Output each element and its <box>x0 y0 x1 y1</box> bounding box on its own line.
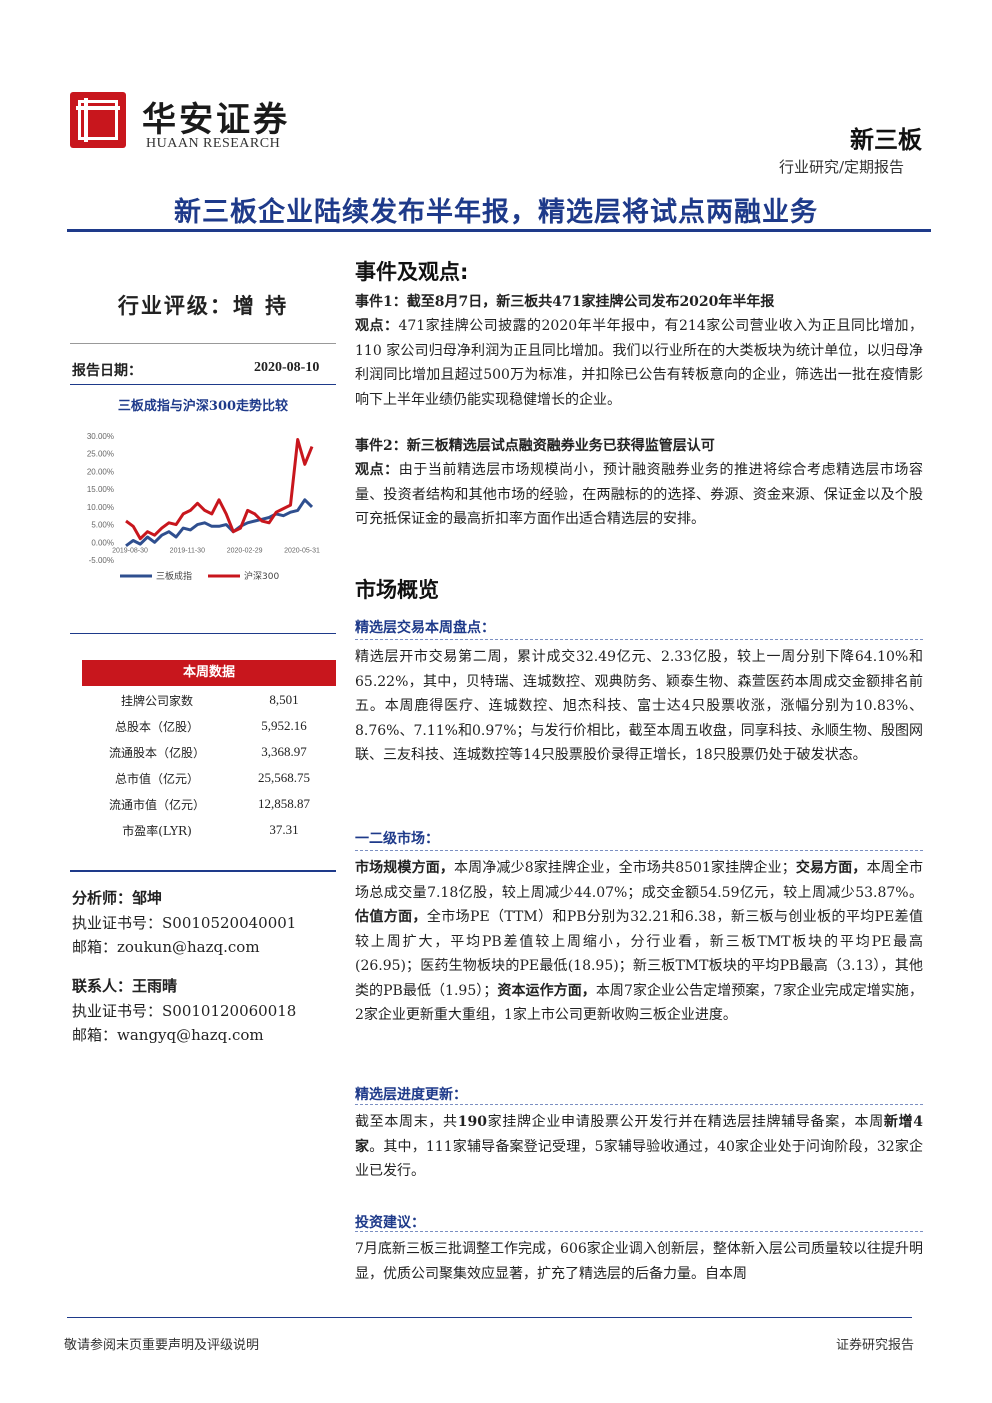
brand-name-cn: 华安证券 <box>142 100 290 140</box>
footer-report-type: 证券研究报告 <box>835 1338 914 1353</box>
series-line <box>125 438 314 541</box>
title-divider <box>67 229 931 232</box>
table-row: 总股本（亿股） 5,952.16 <box>82 718 336 742</box>
table-row-value: 8,501 <box>269 692 299 707</box>
contact-label: 联系人： <box>72 977 133 995</box>
y-tick-label: 20.00% <box>87 467 114 476</box>
section-divider <box>355 639 923 640</box>
weekly-data-table-header: 本周数据 <box>82 660 336 686</box>
select-layer-progress-heading: 精选层进度更新： <box>355 1087 467 1103</box>
investment-advice-text: 7月底新三板三批调整工作完成，606家企业调入创新层，整体新入层公司质量较以往提… <box>355 1241 923 1282</box>
section-divider <box>355 1104 923 1105</box>
select-layer-progress-text: 截至本周末，共190家挂牌企业申请股票公开发行并在精选层挂牌辅导备案，本周新增4… <box>355 1114 924 1179</box>
section-divider <box>355 1231 923 1232</box>
brand-name-en: HUAAN RESEARCH <box>146 136 281 151</box>
y-tick-label: -5.00% <box>89 556 114 565</box>
y-tick-label: 5.00% <box>91 521 114 530</box>
table-row: 市盈率(LYR) 37.31 <box>82 822 336 846</box>
series-line <box>125 498 314 548</box>
report-type: 行业研究/定期报告 <box>778 158 904 176</box>
chart-frame <box>70 384 336 634</box>
table-row-label: 总市值（亿元） <box>114 772 199 786</box>
select-layer-weekly-heading: 精选层交易本周盘点： <box>355 620 495 636</box>
investment-advice-heading: 投资建议： <box>355 1215 425 1231</box>
contact-line: 联系人：王雨晴 <box>72 975 177 996</box>
event-2-view: 观点：由于当前精选层市场规模尚小，预计融资融券业务的推进将综合考虑精选层市场容量… <box>355 462 924 527</box>
table-row-value: 37.31 <box>269 822 299 837</box>
select-layer-weekly-text: 精选层开市交易第二周，累计成交32.49亿元、2.33亿股，较上一周分别下降64… <box>355 649 923 763</box>
y-tick-label: 15.00% <box>87 485 114 494</box>
x-tick-label: 2020-02-29 <box>227 547 263 554</box>
analyst-email[interactable]: 邮箱：zoukun@hazq.com <box>72 938 260 956</box>
analyst-cert: 执业证书号：S0010520040001 <box>72 914 297 932</box>
y-tick-label: 30.00% <box>87 432 114 441</box>
industry-rating: 行业评级：增 持 <box>117 293 289 318</box>
analyst-label: 分析师： <box>72 889 133 907</box>
index-comparison-chart: 30.00% 25.00% 20.00% 15.00% 10.00% 5.00% 0.00%… <box>87 432 320 582</box>
x-tick-label: 2019-11-30 <box>170 547 205 554</box>
table-row-label: 挂牌公司家数 <box>120 694 193 708</box>
section-divider <box>355 850 923 851</box>
sector-label: 新三板 <box>850 125 922 154</box>
events-heading: 事件及观点: <box>355 260 469 284</box>
rating-divider <box>70 343 336 344</box>
table-row-label: 流通市值（亿元） <box>108 798 205 812</box>
table-row: 挂牌公司家数 8,501 <box>82 692 336 716</box>
contact-name: 王雨晴 <box>132 977 178 995</box>
table-row-value: 3,368.97 <box>261 744 307 759</box>
chart-title: 三板成指与沪深300走势比较 <box>117 399 289 414</box>
x-tick-label: 2020-05-31 <box>284 547 320 554</box>
contact-email[interactable]: 邮箱：wangyq@hazq.com <box>72 1026 264 1044</box>
table-row: 流通股本（亿股） 3,368.97 <box>82 744 336 768</box>
table-row-value: 5,952.16 <box>261 718 307 733</box>
legend-label: 三板成指 <box>156 570 192 582</box>
primary-secondary-text: 市场规模方面，本周净减少8家挂牌企业，全市场共8501家挂牌企业；交易方面，本周… <box>355 860 924 1023</box>
report-title: 新三板企业陆续发布半年报，精选层将试点两融业务 <box>174 197 818 228</box>
footer-divider <box>67 1317 912 1318</box>
company-logo <box>70 92 126 148</box>
contact-cert: 执业证书号：S0010120060018 <box>72 1002 297 1020</box>
table-row: 流通市值（亿元） 12,858.87 <box>82 796 336 820</box>
table-row-label: 总股本（亿股） <box>114 720 199 734</box>
table-row-value: 25,568.75 <box>258 770 310 785</box>
event-2-title: 事件2：新三板精选层试点融资融券业务已获得监管层认可 <box>355 438 715 454</box>
analyst-name: 邹坤 <box>132 889 163 907</box>
table-row-label: 流通股本（亿股） <box>108 746 205 760</box>
y-tick-label: 25.00% <box>87 450 114 459</box>
table-divider <box>70 870 336 872</box>
table-row: 总市值（亿元） 25,568.75 <box>82 770 336 794</box>
event-1-view: 观点：471家挂牌公司披露的2020年半年报中，有214家公司营业收入为正且同比… <box>355 318 923 408</box>
table-row-label: 市盈率(LYR) <box>122 824 192 838</box>
view-label: 观点： <box>355 462 399 478</box>
view-label: 观点： <box>355 318 399 334</box>
table-row-value: 12,858.87 <box>258 796 310 811</box>
analyst-line: 分析师：邹坤 <box>72 887 162 908</box>
y-tick-label: 10.00% <box>87 503 114 512</box>
primary-secondary-heading: 一二级市场： <box>355 831 439 847</box>
legend-label: 沪深300 <box>244 570 279 582</box>
market-overview-heading: 市场概览 <box>355 578 439 602</box>
report-date-value: 2020-08-10 <box>254 360 320 375</box>
x-tick-label: 2019-08-30 <box>112 547 148 554</box>
y-tick-label: 0.00% <box>91 538 114 547</box>
event-1-title: 事件1：截至8月7日，新三板共471家挂牌公司发布2020年半年报 <box>355 294 775 310</box>
report-date-label: 报告日期： <box>72 363 142 379</box>
footer-disclaimer: 敬请参阅末页重要声明及评级说明 <box>64 1338 260 1353</box>
